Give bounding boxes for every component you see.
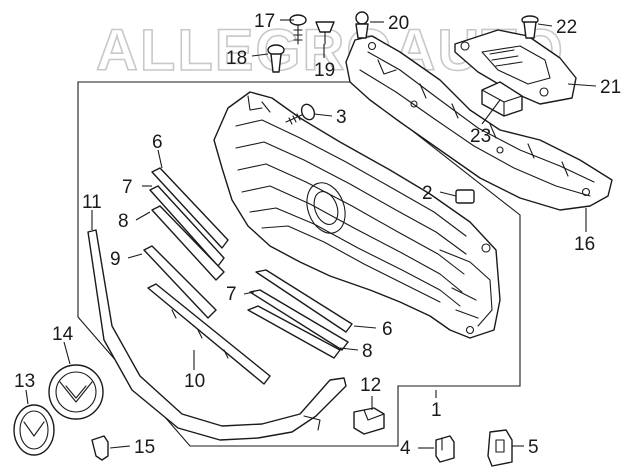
part-3-screw	[285, 103, 316, 125]
part-11-trim	[87, 229, 347, 441]
callout-21: 21	[600, 77, 621, 98]
callout-10: 10	[184, 371, 205, 392]
part-16-upper-support	[345, 35, 613, 211]
callout-22: 22	[556, 17, 577, 38]
part-13-emblem-front	[13, 404, 55, 456]
callout-7-lower: 7	[226, 284, 237, 305]
callout-20: 20	[388, 13, 409, 34]
callout-6-lower: 6	[382, 319, 393, 340]
callout-14: 14	[52, 324, 74, 345]
part-2-clip	[455, 189, 475, 204]
part-14-emblem-back	[48, 364, 104, 420]
callout-1: 1	[431, 400, 442, 421]
part-23-pad	[481, 81, 523, 117]
part-1-grille-frame	[213, 91, 501, 339]
callout-16: 16	[574, 234, 595, 255]
part-20-clip	[355, 11, 369, 39]
callout-4: 4	[400, 438, 411, 459]
callout-19: 19	[314, 60, 335, 81]
callout-7-upper: 7	[122, 177, 133, 198]
leader-lines	[25, 19, 597, 449]
callout-3: 3	[336, 107, 347, 128]
callout-8-lower: 8	[362, 341, 373, 362]
part-7-6-8-lower-bars	[247, 269, 353, 359]
callout-labels: 17 18 19 20 22 21 3 23 6 7 8 11 9 2 16 7…	[14, 11, 621, 459]
part-5-bracket	[487, 429, 513, 467]
part-4-clip	[435, 435, 455, 463]
callout-11: 11	[82, 192, 102, 213]
callout-6-upper: 6	[152, 132, 163, 153]
callout-2: 2	[422, 183, 433, 204]
part-6-7-8-upper-bars	[149, 167, 229, 281]
callout-23: 23	[470, 126, 491, 147]
part-15-clip	[91, 435, 109, 461]
part-12-clip	[353, 407, 385, 435]
part-18-clip	[267, 44, 285, 73]
callout-18: 18	[226, 48, 247, 69]
part-9-bar	[143, 245, 217, 319]
callout-9: 9	[110, 249, 121, 270]
callout-8-upper: 8	[118, 211, 129, 232]
callout-15: 15	[134, 437, 155, 458]
callout-12: 12	[360, 375, 381, 396]
callout-5: 5	[528, 437, 539, 458]
callout-13: 13	[14, 371, 35, 392]
part-22-clip	[521, 15, 539, 39]
part-21-bracket	[454, 29, 577, 105]
part-19-clip	[315, 21, 335, 45]
part-10-lower-grille	[147, 283, 271, 385]
callout-17: 17	[254, 11, 275, 32]
